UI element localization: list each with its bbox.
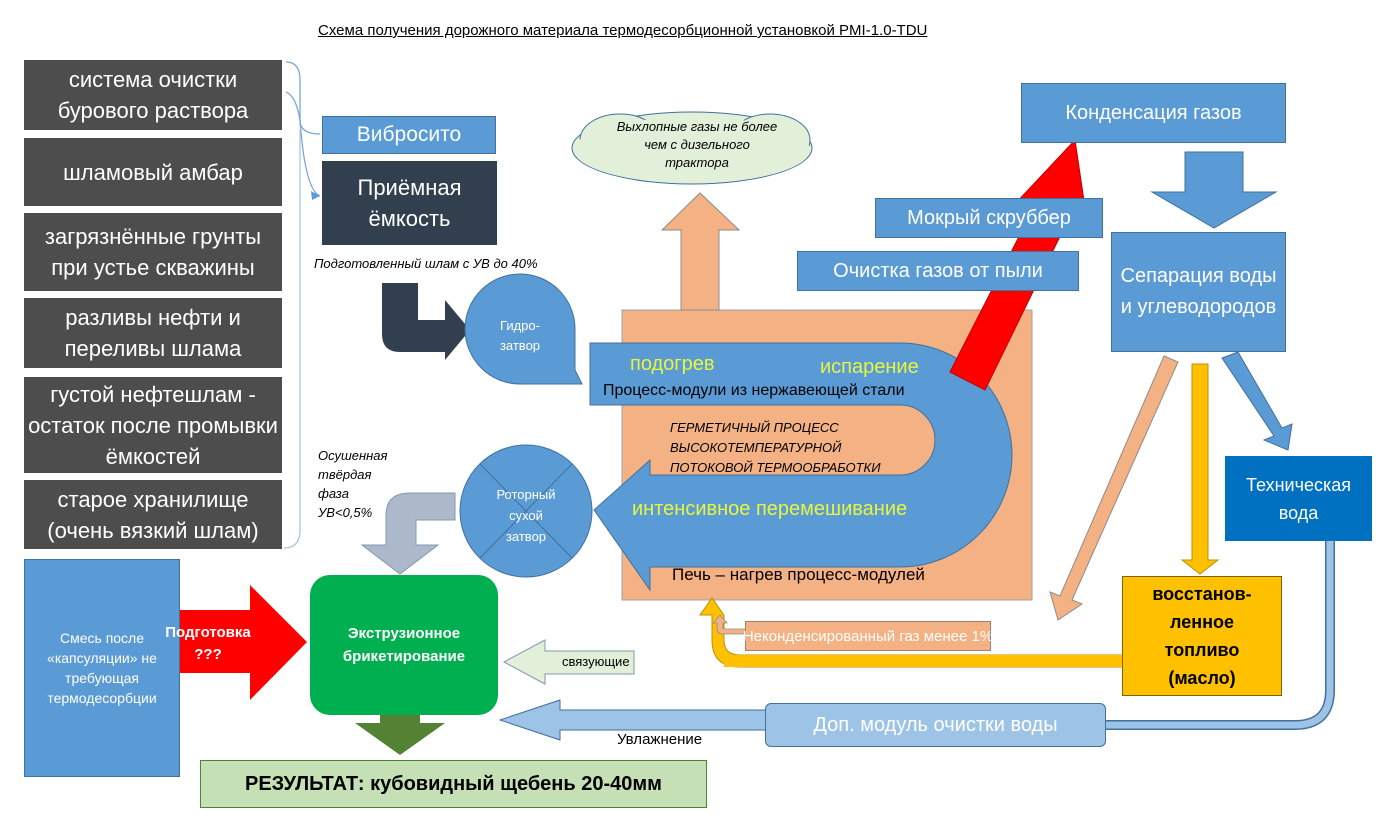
process-description: ГЕРМЕТИЧНЫЙ ПРОЦЕСС ВЫСОКОТЕМПЕРАТУРНОЙ … [670, 418, 881, 478]
separation-box: Сепарация воды и углеводородов [1111, 232, 1286, 352]
dried-phase-line: УВ<0,5% [318, 505, 373, 520]
source-box: густой нефтешлам - остаток после промывк… [24, 377, 282, 473]
evaporation-label: испарение [820, 356, 919, 378]
heating-label: подогрев [630, 353, 715, 375]
extrusion-box: Экструзионное брикетирование [310, 575, 498, 715]
process-line: ВЫСОКОТЕМПЕРАТУРНОЙ [670, 440, 842, 455]
process-line: ГЕРМЕТИЧНЫЙ ПРОЦЕСС [670, 420, 839, 435]
source-box: старое хранилище (очень вязкий шлам) [24, 480, 282, 549]
binders-label: связующие [562, 654, 630, 669]
modules-label: Процесс-модули из нержавеющей стали [603, 382, 905, 399]
water-module-box: Доп. модуль очистки воды [765, 703, 1106, 747]
preparation-arrow [162, 585, 307, 700]
source-box: шламовый амбар [24, 138, 282, 206]
furnace-label: Печь – нагрев процесс-модулей [672, 565, 925, 584]
dust-cleaning-box: Очистка газов от пыли [797, 251, 1079, 291]
peach-return-arrow [1049, 355, 1179, 621]
binders-arrow [502, 639, 635, 685]
source-box: загрязнённые грунты при устье скважины [24, 213, 282, 291]
bent-arrow-navy [382, 283, 470, 360]
source-box: разливы нефти и переливы шлама [24, 298, 282, 368]
brace-line [285, 61, 321, 135]
gas-return-small-arrow [712, 614, 745, 635]
wet-scrubber-box: Мокрый скруббер [875, 198, 1103, 238]
exhaust-cloud-label: Выхлопные газы не более чем с дизельного… [616, 119, 778, 170]
extrusion-output-arrow [355, 700, 445, 755]
recovered-fuel-box: восстанов-ленное топливо (масло) [1122, 576, 1282, 696]
process-line: ПОТОКОВОЙ ТЕРМООБРАБОТКИ [670, 460, 881, 475]
dried-phase-line: Осушенная [318, 448, 388, 463]
exhaust-arrow [660, 192, 741, 311]
cloud-shape [571, 111, 813, 185]
brace-line [285, 91, 321, 197]
dried-phase-line: фаза [318, 486, 349, 501]
uncondensed-gas-box: Неконденсированный газ менее 1% [743, 621, 993, 651]
hydro-seal-shape [464, 273, 583, 385]
dried-phase-label: Осушенная твёрдая фаза УВ<0,5% [318, 446, 387, 522]
diagram-title: Схема получения дорожного материала терм… [318, 22, 928, 39]
hydro-seal-label: Гидро-затвор [499, 318, 541, 353]
source-box: система очистки бурового раствора [24, 60, 282, 130]
result-box: РЕЗУЛЬТАТ: кубовидный щебень 20-40мм [200, 760, 707, 808]
dried-phase-line: твёрдая [318, 467, 372, 482]
arrowhead [311, 191, 320, 200]
preparation-label: Подготовка ??? [165, 624, 251, 663]
technical-water-box: Техническая вода [1225, 456, 1372, 541]
mixture-box: Смесь после «капсуляции» не требующая те… [24, 559, 180, 777]
prepared-sludge-label: Подготовленный шлам с УВ до 40% [314, 256, 538, 271]
vibrosito-box: Вибросито [322, 116, 496, 154]
water-diag-arrow [1221, 351, 1293, 451]
fuel-down-arrow [1180, 363, 1220, 575]
brace-line [283, 130, 301, 549]
moistening-arrow [498, 699, 771, 741]
condensation-arrow [1150, 151, 1278, 229]
rotary-seal-shape [459, 444, 593, 578]
bent-arrow-gray [360, 492, 456, 575]
mixing-label: интенсивное перемешивание [632, 498, 908, 520]
moistening-label: Увлажнение [617, 731, 703, 748]
rotary-seal-label: Роторный сухой затвор [496, 487, 556, 544]
condensation-box: Конденсация газов [1021, 83, 1286, 143]
receiving-tank-box: Приёмная ёмкость [322, 161, 497, 245]
